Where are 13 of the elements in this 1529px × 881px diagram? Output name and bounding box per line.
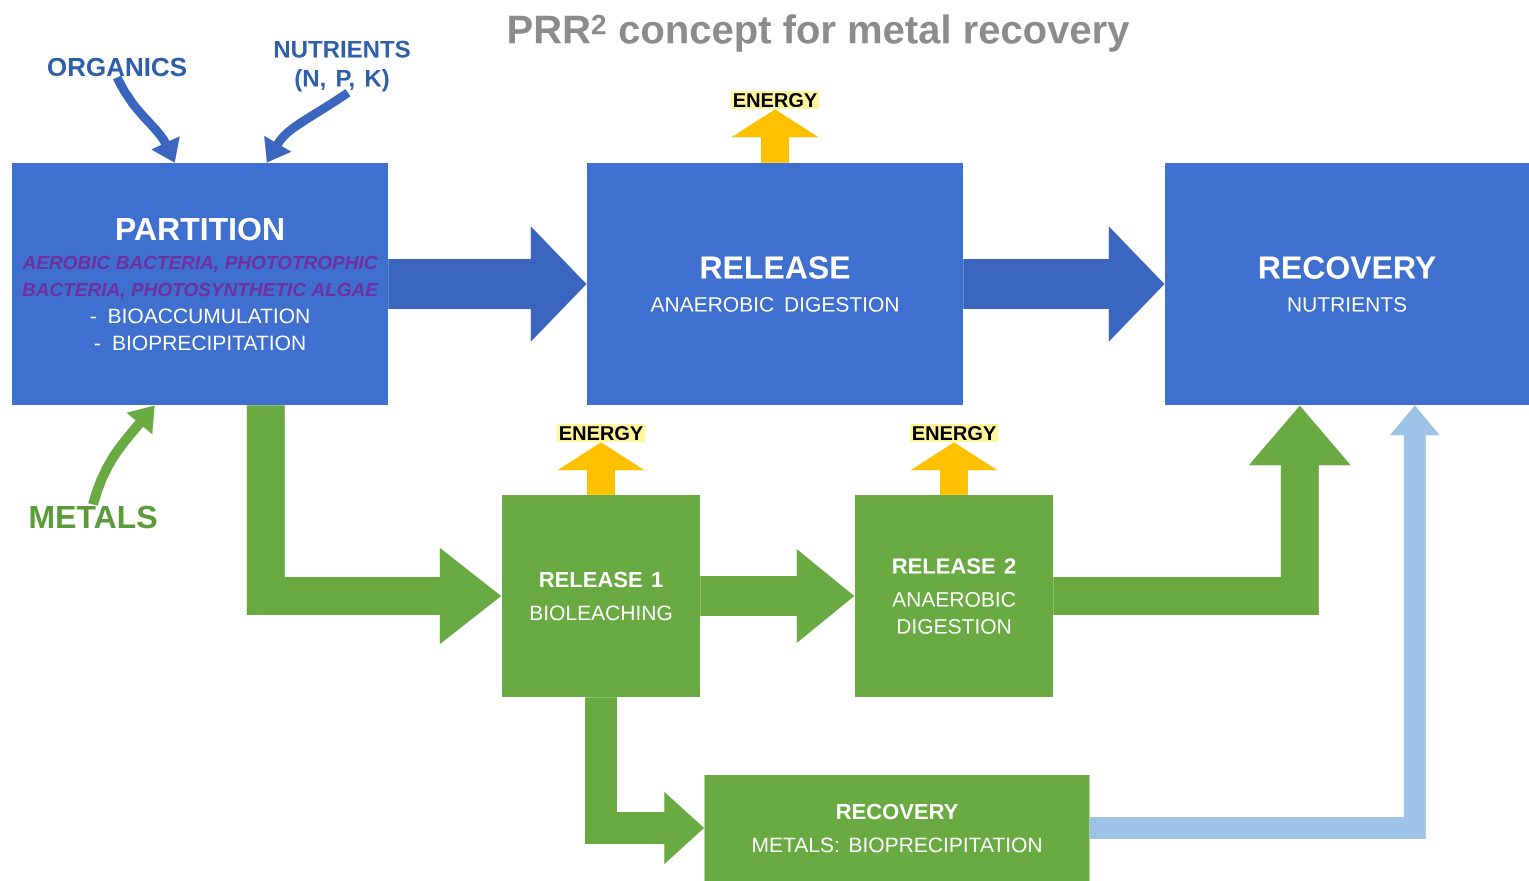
process-box: RECOVERY NUTRIENTS [1165, 163, 1529, 405]
process-box: RELEASE 2 ANAEROBIC DIGESTION [855, 495, 1053, 697]
process-box: RELEASE 1 BIOLEACHING [502, 495, 700, 697]
output-label: ENERGY [730, 90, 820, 110]
input-label: ORGANICS [48, 57, 187, 77]
input-label: NUTRIENTS (N, P, K) [274, 40, 410, 92]
output-label: ENERGY [556, 423, 646, 443]
process-box: RECOVERY METALS: BIOPRECIPITATION [704, 775, 1090, 881]
process-box: RELEASE ANAEROBIC DIGESTION [587, 163, 963, 405]
input-label: METALS [30, 505, 157, 529]
title: PRR$^{2}$ concept for metal recovery [509, 14, 1130, 52]
output-label: ENERGY [909, 423, 999, 443]
process-box: PARTITION AEROBIC BACTERIA, PHOTOTROPHIC BACTERIA, PHOTOSYNTHETIC ALGAE - BIOACCUMULATION - BIOPRECIPITATION [12, 163, 388, 405]
